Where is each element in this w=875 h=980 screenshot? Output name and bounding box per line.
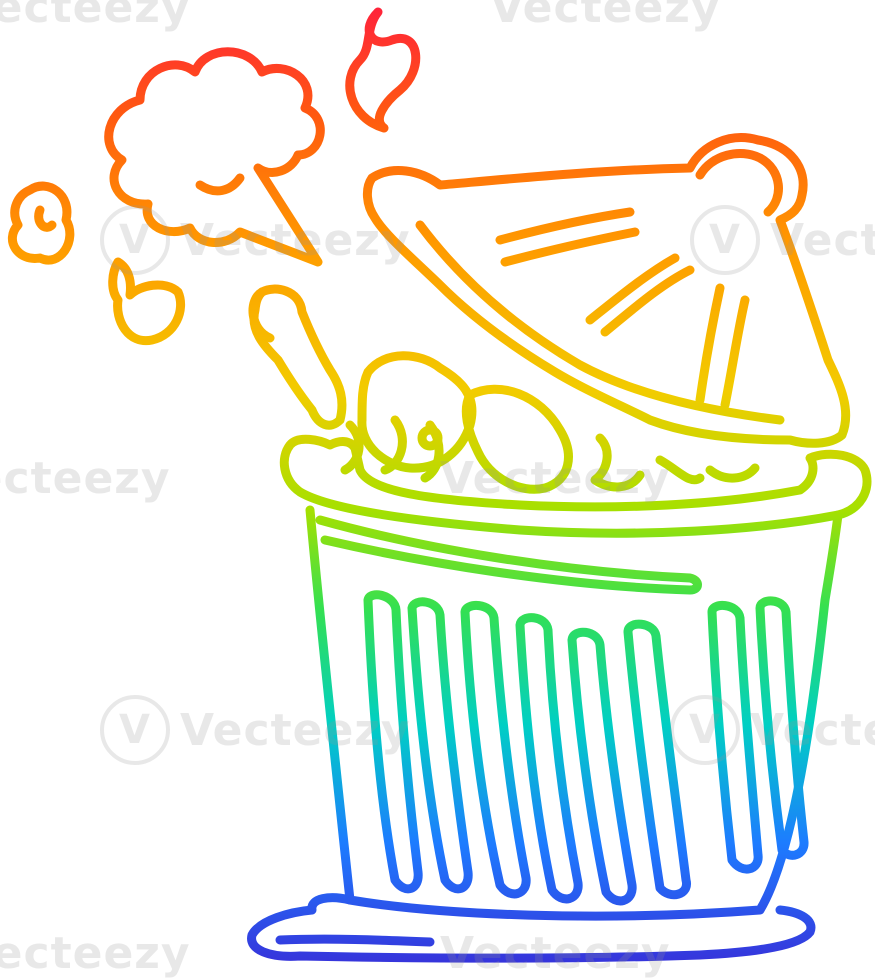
can-rib [407,597,473,894]
puddle-inner [275,934,435,947]
can-rib [567,627,637,906]
stink-cloud [104,47,325,267]
can-rib [623,619,691,900]
lid-rib-1 [495,207,640,267]
can-band [315,515,702,595]
can-rib [755,596,809,860]
lid-rib-2 [585,253,695,337]
can-rib [515,613,583,904]
can-rib [363,590,423,894]
trash-puddle [247,893,816,963]
can-rib [707,601,763,874]
stink-puff-drop [108,257,186,346]
can-rib [460,601,531,899]
stink-puff-small-inner [34,205,57,232]
lid-rim-inner [415,220,785,425]
garbage-seed [417,425,443,451]
drumstick-bone [249,284,347,430]
drumstick-knob [248,287,275,343]
can-body [305,505,843,921]
garbage-scraps [590,433,760,492]
trash-lid [363,133,851,448]
garbage-bottle [461,384,573,494]
lid-rib-3 [695,283,750,410]
stink-puff-small [8,181,75,265]
garbage-fish-bone [357,351,477,473]
can-rim [279,434,872,538]
lid-handle [695,149,783,217]
cloud-detail [195,173,245,196]
stink-flame [345,7,421,133]
